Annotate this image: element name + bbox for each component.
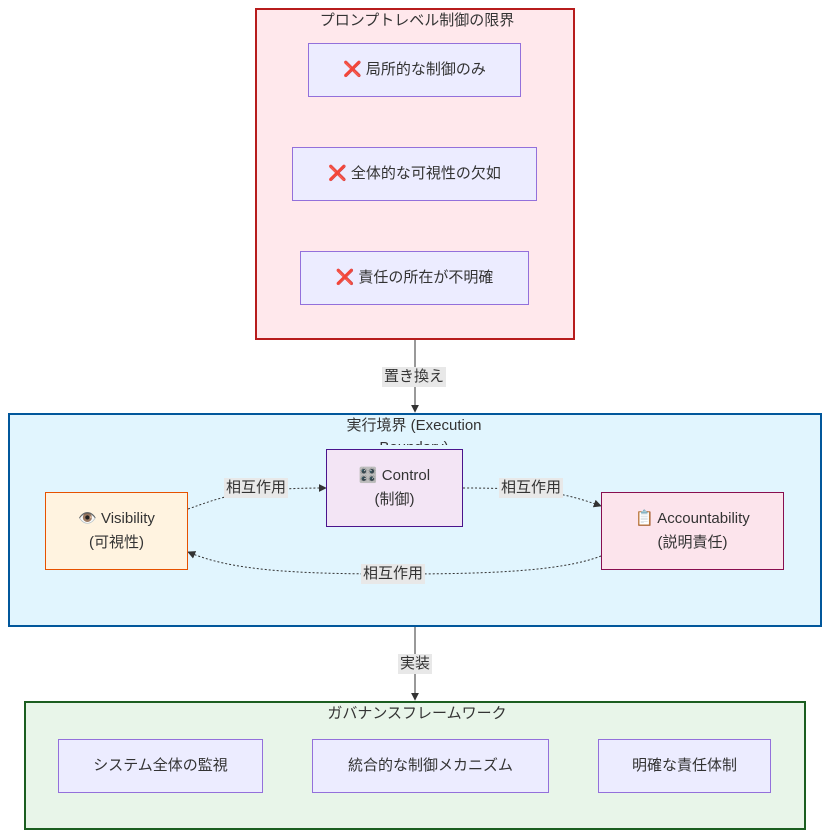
control-node: 🎛️ Control (制御) (326, 449, 463, 527)
limit-node-visibility: ❌ 全体的な可視性の欠如 (292, 147, 537, 201)
control-sub: (制御) (374, 491, 415, 508)
control-label: Control (381, 467, 431, 484)
accountability-label: Accountability (657, 510, 750, 527)
limits-title: プロンプトレベル制御の限界 (319, 12, 515, 29)
governance-label: 統合的な制御メカニズム (347, 757, 513, 774)
governance-node-monitoring: システム全体の監視 (58, 739, 263, 793)
governance-label: 明確な責任体制 (631, 757, 737, 774)
limit-node-local-control: ❌ 局所的な制御のみ (308, 43, 521, 97)
limit-label: 局所的な制御のみ (365, 61, 486, 78)
accountability-sub: (説明責任) (657, 534, 728, 551)
cross-mark-icon: ❌ (335, 269, 355, 286)
governance-label: システム全体の監視 (93, 757, 228, 774)
boundary-title: 実行境界 (Execution Boundary) (346, 417, 482, 445)
cross-mark-icon: ❌ (343, 61, 362, 78)
edge-implement-label: 実装 (398, 654, 433, 674)
edge-visibility-control-label: 相互作用 (224, 478, 289, 498)
edge-control-accountability-label: 相互作用 (499, 478, 564, 498)
visibility-node: 👁️ Visibility (可視性) (45, 492, 188, 570)
accountability-node: 📋 Accountability (説明責任) (601, 492, 784, 570)
visibility-label: Visibility (100, 510, 155, 527)
control-knobs-icon: 🎛️ (358, 467, 378, 484)
edge-accountability-visibility-line (187, 551, 602, 575)
limit-label: 全体的な可視性の欠如 (350, 165, 501, 182)
eye-icon: 👁️ (78, 510, 97, 527)
edge-replace-label: 置き換え (382, 367, 447, 387)
cross-mark-icon: ❌ (328, 165, 347, 182)
governance-node-control: 統合的な制御メカニズム (312, 739, 549, 793)
governance-title: ガバナンスフレームワーク (327, 705, 507, 722)
visibility-sub: (可視性) (88, 534, 144, 551)
edge-accountability-visibility-label: 相互作用 (361, 564, 426, 584)
limit-label: 責任の所在が不明確 (358, 269, 494, 286)
clipboard-icon: 📋 (635, 510, 654, 527)
limit-node-responsibility: ❌ 責任の所在が不明確 (300, 251, 529, 305)
governance-node-responsibility: 明確な責任体制 (598, 739, 771, 793)
